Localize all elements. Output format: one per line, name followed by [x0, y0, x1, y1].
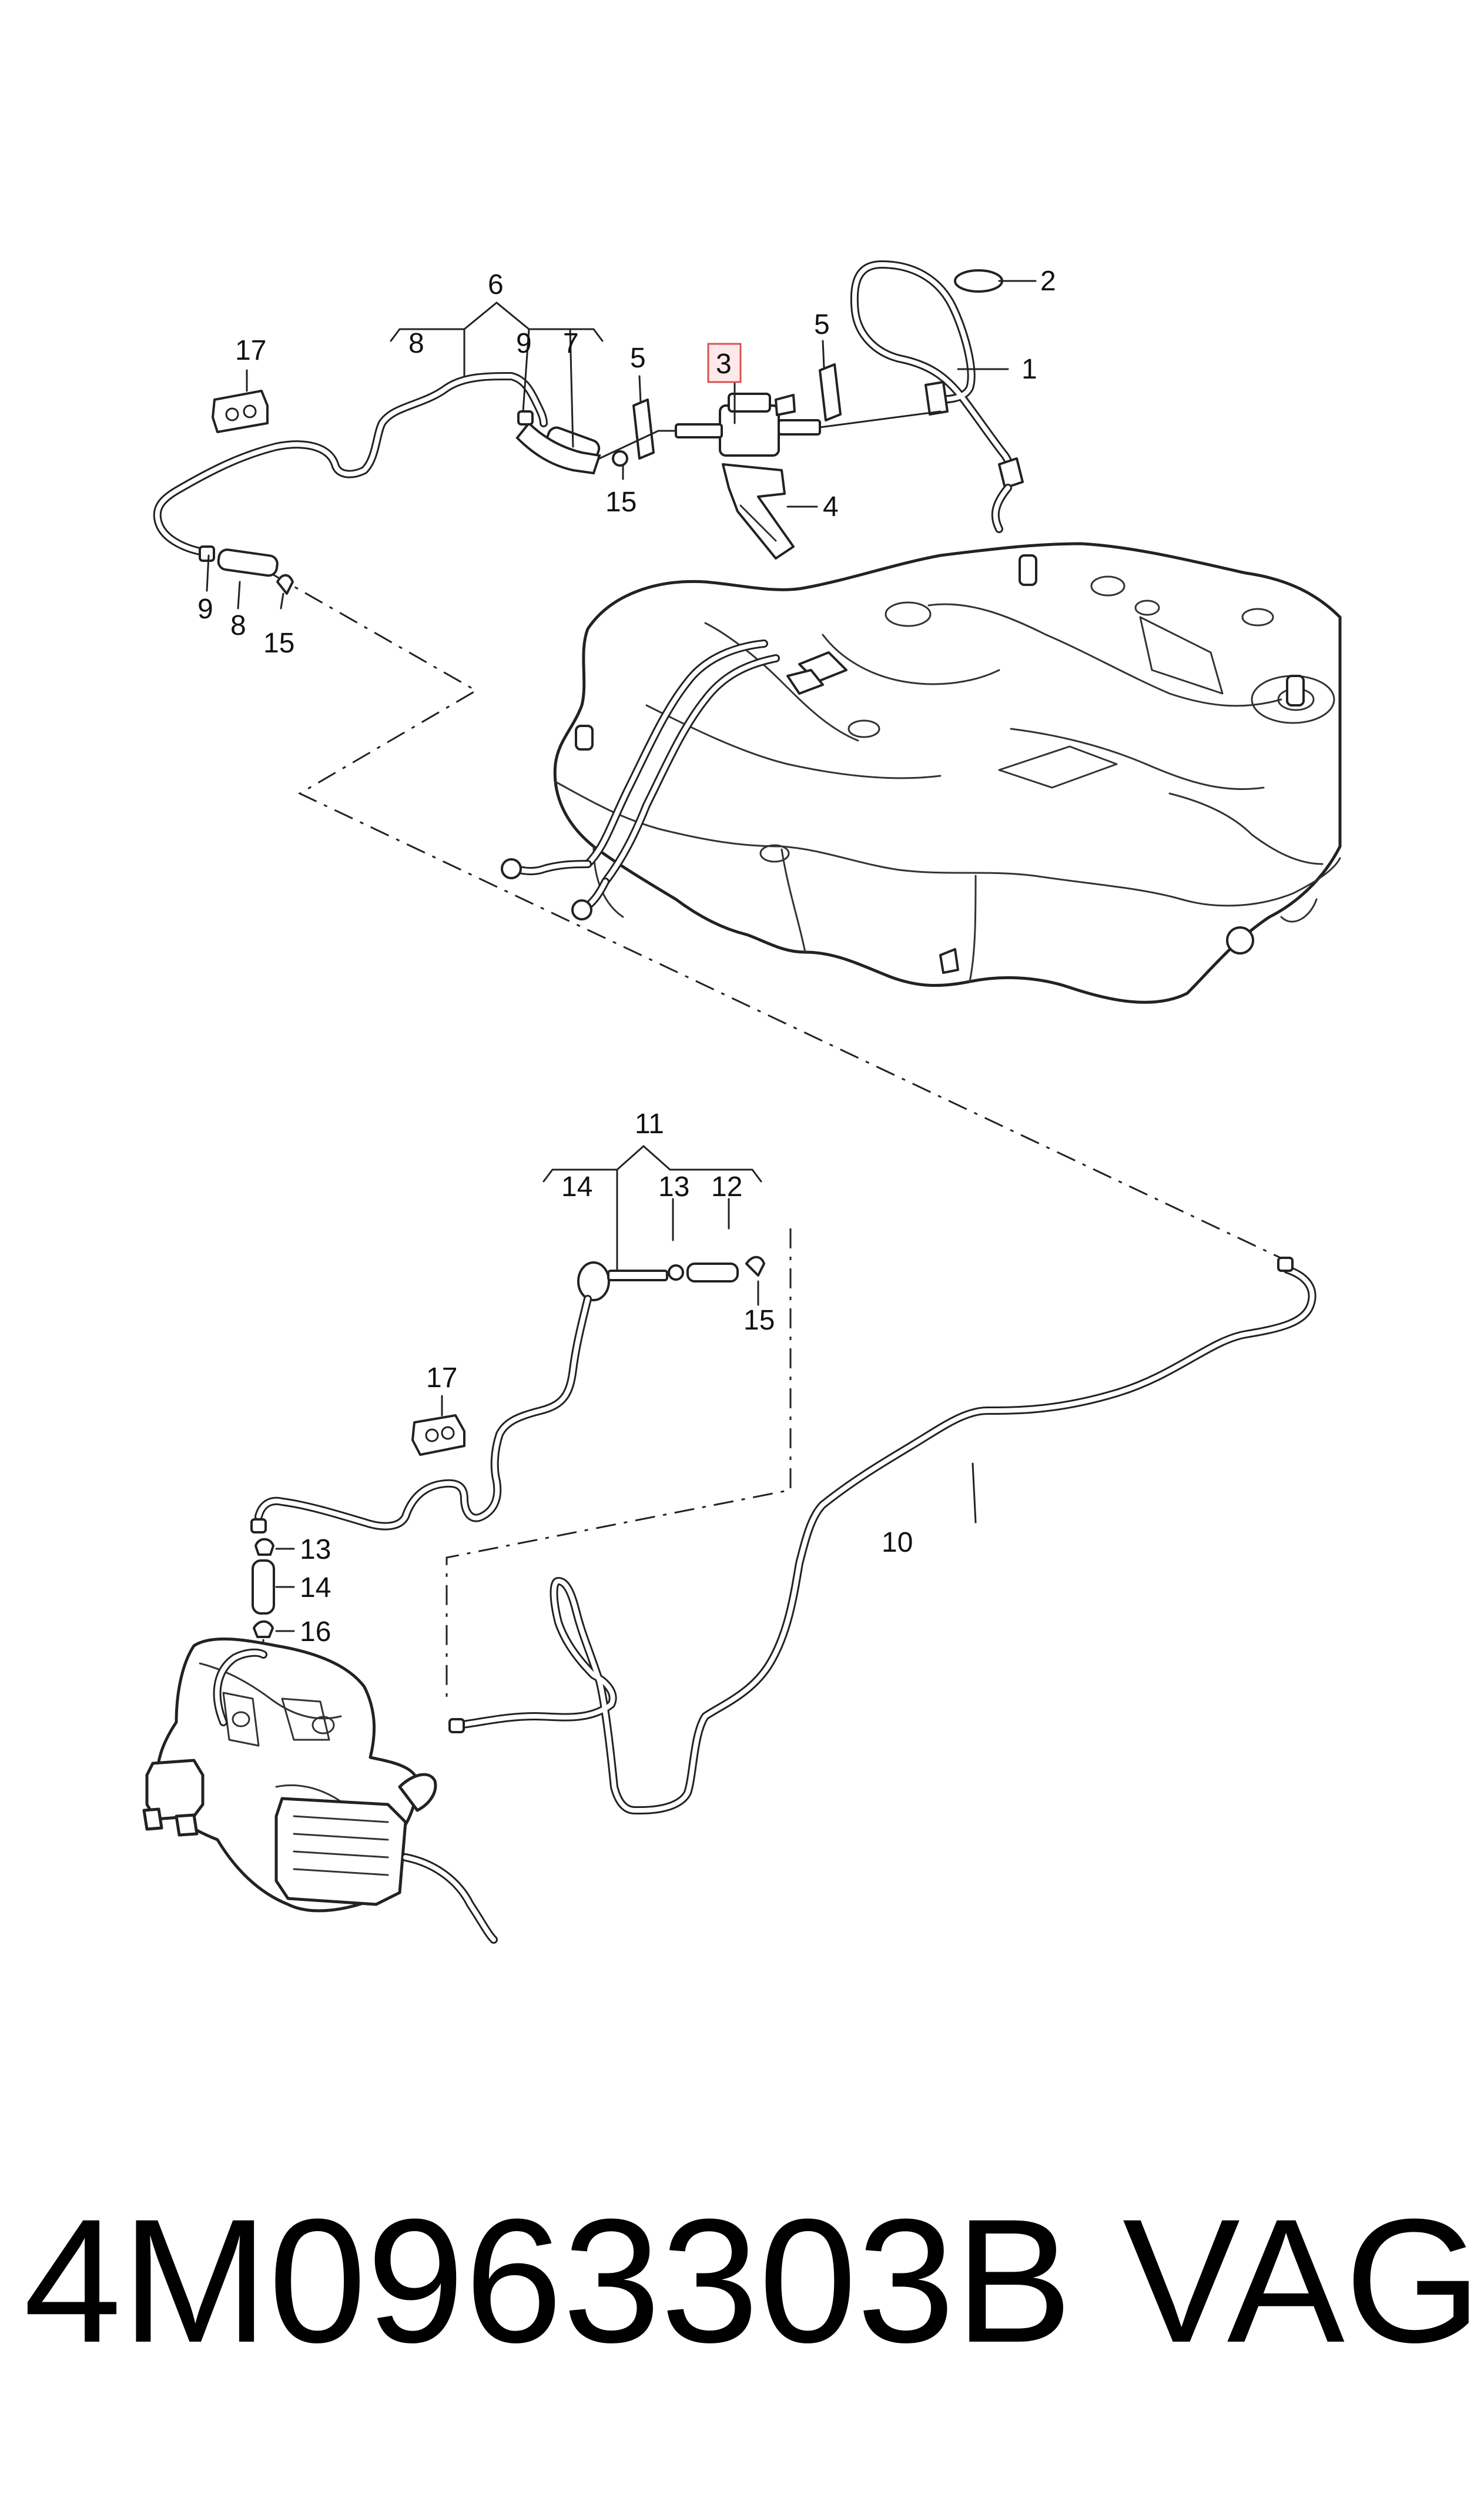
callout-15-upper: 15 [605, 487, 637, 518]
part-10-long-fuel-line [448, 1257, 1316, 1814]
callout-5-right: 5 [814, 309, 830, 340]
callout-5-left: 5 [630, 343, 646, 374]
callout-3: 3 [716, 349, 732, 380]
dashed-connection-lines [270, 572, 1294, 1705]
callout-labels: 1 2 3 4 5 5 6 7 8 8 9 9 10 11 12 13 13 1… [197, 266, 1056, 1648]
callout-16: 16 [300, 1616, 331, 1648]
callout-17-lower: 17 [426, 1362, 457, 1394]
part-17-holder-lower [411, 1395, 465, 1456]
callout-7: 7 [563, 328, 579, 359]
leader-lines [206, 368, 1009, 610]
callout-8-upper: 8 [408, 328, 424, 359]
callout-4: 4 [823, 491, 839, 523]
part-number-label: 4M0963303B [24, 2182, 1073, 2379]
part-11-fuel-line-assembly [250, 1144, 765, 1533]
callout-9-upper: 9 [516, 328, 532, 359]
callout-8-lower: 8 [230, 610, 246, 641]
tank-fuel-lines [501, 639, 847, 920]
callout-9-lower: 9 [197, 594, 213, 625]
part-17-holder-upper [212, 369, 269, 433]
callout-11: 11 [635, 1109, 664, 1140]
part-1-pipe [850, 260, 1024, 533]
filter-valve-unit [142, 1638, 498, 1944]
callout-2: 2 [1040, 266, 1056, 297]
fuel-tank [553, 542, 1342, 1004]
highlight-box-part-3 [707, 343, 742, 383]
part-6-fuel-line-assembly [153, 302, 659, 595]
part-3-component [657, 363, 942, 457]
callout-10: 10 [882, 1527, 913, 1558]
callout-13-upper: 13 [658, 1171, 689, 1203]
part-5-gaskets [632, 340, 842, 460]
part-2-clip [954, 269, 1037, 293]
callout-12: 12 [711, 1171, 742, 1203]
callout-13-lower: 13 [300, 1534, 331, 1565]
callout-14-upper: 14 [561, 1171, 592, 1203]
callout-1: 1 [1021, 354, 1037, 385]
callout-6: 6 [488, 269, 504, 300]
brand-label: VAG [1123, 2182, 1482, 2379]
callout-14-lower: 14 [300, 1572, 331, 1603]
lower-small-parts [252, 1538, 295, 1656]
callout-15-lower: 15 [263, 628, 294, 659]
part-4-bracket [722, 463, 818, 560]
callout-15-middle: 15 [743, 1305, 775, 1336]
callout-17-upper: 17 [235, 335, 266, 366]
